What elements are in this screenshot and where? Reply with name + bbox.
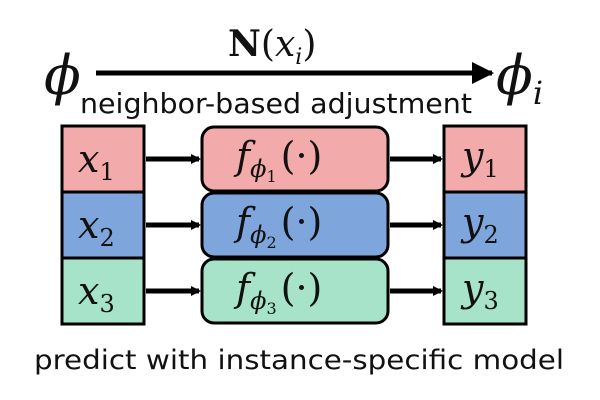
model-box bbox=[200, 125, 390, 193]
prediction-caption: predict with instance-specific model bbox=[34, 345, 564, 376]
model-box bbox=[200, 257, 390, 325]
top-adjustment: ϕ N(xi) ϕi neighbor-based adjustment bbox=[44, 23, 543, 120]
input-box bbox=[60, 256, 146, 326]
model-function: fϕ2(·) bbox=[233, 200, 322, 252]
output-box bbox=[442, 256, 528, 326]
output-variable: y3 bbox=[460, 266, 499, 315]
output-variable: y2 bbox=[460, 200, 499, 249]
output-box bbox=[442, 190, 528, 260]
instance-row: x2 fϕ2(·) y2 bbox=[60, 190, 528, 260]
input-variable: x3 bbox=[78, 269, 115, 318]
adjustment-caption: neighbor-based adjustment bbox=[80, 87, 472, 120]
neighbor-operator: N(xi) bbox=[228, 23, 316, 70]
phi-symbol: ϕ bbox=[44, 44, 81, 107]
input-variable: x1 bbox=[78, 137, 115, 186]
model-box bbox=[200, 191, 390, 259]
phi-i-symbol: ϕi bbox=[496, 44, 543, 112]
input-variable: x2 bbox=[78, 203, 115, 252]
output-variable: y1 bbox=[460, 134, 499, 183]
